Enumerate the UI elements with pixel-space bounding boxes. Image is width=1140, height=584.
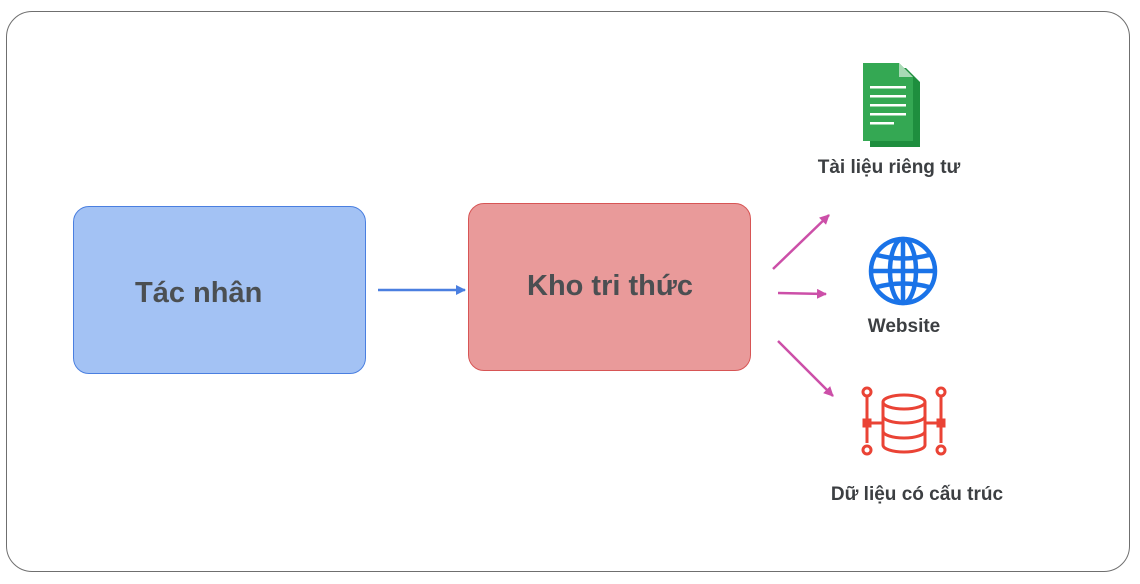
agent-label: Tác nhân: [135, 276, 263, 309]
kb-to-structured-data-arrow: [777, 340, 834, 397]
globe-icon: [868, 236, 938, 306]
documents-caption: Tài liệu riêng tư: [817, 157, 961, 178]
structured-data-caption: Dữ liệu có cấu trúc: [830, 484, 1004, 505]
kb-to-website-arrow: [777, 288, 827, 299]
document-icon: [863, 63, 920, 147]
agent-node: Tác nhân: [73, 206, 366, 374]
database-icon: [861, 386, 947, 456]
knowledge-base-label: Kho tri thức: [527, 270, 693, 302]
kb-to-documents-arrow: [772, 214, 830, 270]
knowledge-base-node: Kho tri thức: [468, 203, 751, 371]
website-caption: Website: [867, 316, 941, 337]
